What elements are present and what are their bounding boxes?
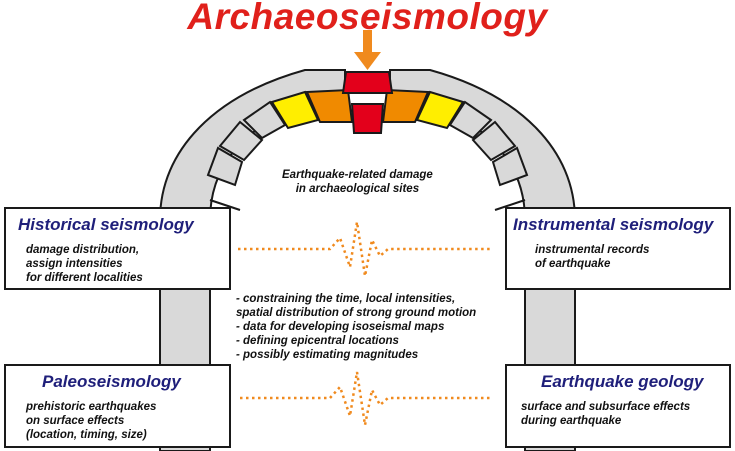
- keystone-top: [341, 71, 394, 94]
- voussoir-stone: [270, 90, 320, 130]
- page-title: Archaeoseismology: [187, 0, 548, 37]
- box-earthquake-geology: Earthquake geology surface and subsurfac…: [505, 364, 731, 448]
- arch-left-body: [159, 69, 346, 451]
- box-heading: Earthquake geology: [541, 372, 704, 391]
- voussoir-stone: [206, 146, 244, 187]
- box-paleoseismology: Paleoseismology prehistoric earthquakes …: [4, 364, 231, 448]
- box-historical-seismology: Historical seismology damage distributio…: [4, 207, 231, 290]
- voussoir-stone: [305, 88, 354, 123]
- springer-stones: [209, 199, 526, 211]
- seismic-wave-icon: [240, 371, 492, 426]
- down-arrow-icon: [354, 30, 381, 70]
- keystone-lower: [350, 103, 385, 134]
- voussoir-stone: [471, 120, 517, 162]
- box-heading: Historical seismology: [18, 215, 194, 234]
- list-item: spatial distribution of strong ground mo…: [236, 307, 477, 319]
- stone-joint: [494, 199, 526, 211]
- list-item: - data for developing isoseismal maps: [236, 321, 445, 333]
- box-body: surface and subsurface effects during ea…: [521, 401, 691, 427]
- arch-right-body: [389, 69, 576, 451]
- voussoir-stone: [491, 146, 529, 187]
- box-instrumental-seismology: Instrumental seismology instrumental rec…: [505, 207, 731, 290]
- voussoirs-right: [381, 88, 529, 187]
- list-item: - constraining the time, local intensiti…: [236, 293, 456, 305]
- voussoir-stone: [381, 88, 430, 123]
- box-body: prehistoric earthquakes on surface effec…: [26, 401, 157, 441]
- seismic-wave-icon: [238, 221, 492, 277]
- voussoir-stone: [218, 120, 264, 162]
- list-item: - possibly estimating magnitudes: [236, 349, 419, 361]
- voussoir-stone: [415, 90, 465, 130]
- voussoirs-left: [206, 88, 354, 187]
- center-caption: Earthquake-related damage in archaeologi…: [282, 169, 433, 195]
- contribution-list: - constraining the time, local intensiti…: [236, 292, 506, 362]
- box-heading: Paleoseismology: [42, 372, 181, 391]
- stone-joint: [209, 199, 241, 211]
- list-item: - defining epicentral locations: [236, 335, 399, 347]
- box-body: instrumental records of earthquake: [535, 244, 650, 270]
- box-body: damage distribution, assign intensities …: [26, 244, 143, 284]
- box-heading: Instrumental seismology: [513, 215, 714, 234]
